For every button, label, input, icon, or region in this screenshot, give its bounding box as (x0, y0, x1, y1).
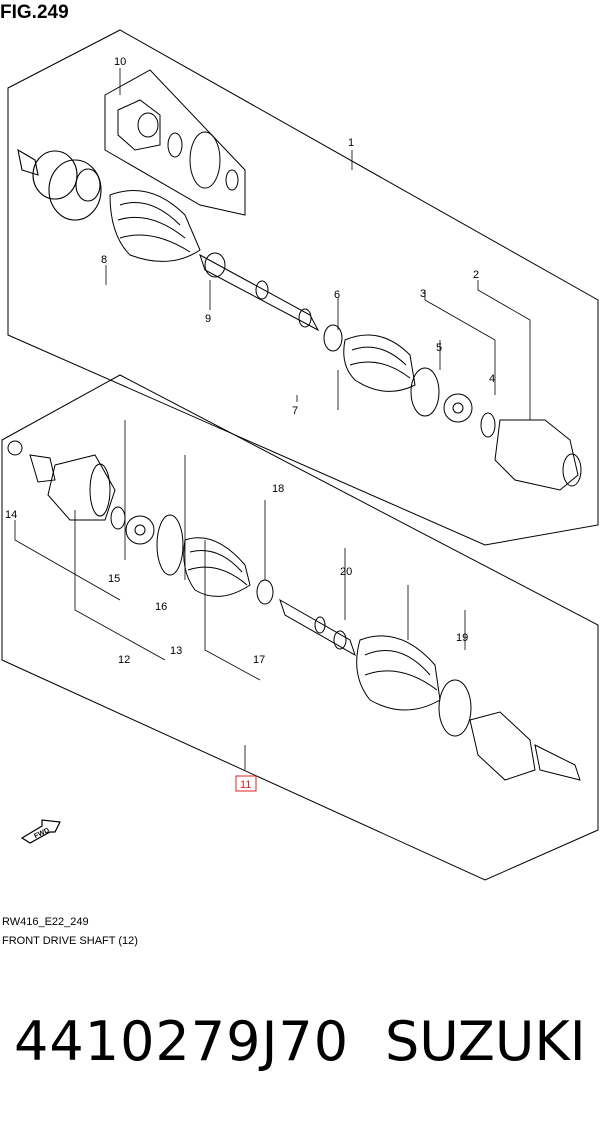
upper-assembly-frame (7, 29, 599, 546)
lower-shaft-bar (279, 598, 356, 657)
upper-ring-4 (480, 412, 496, 438)
callout-3: 3 (420, 288, 426, 300)
callout-4: 4 (489, 373, 495, 385)
upper-boot-inner (343, 334, 416, 392)
upper-boot-outer (109, 190, 201, 262)
exploded-parts-diagram: 10 1 2 3 6 5 4 8 9 7 14 15 16 13 12 17 1… (1, 29, 599, 881)
figure-code: RW416_E22_249 (2, 916, 89, 928)
callout-7: 7 (292, 405, 298, 417)
figure-title: FIG.249 (0, 2, 69, 23)
lower-ring-17 (256, 579, 274, 605)
lower-boot-outer (356, 635, 441, 711)
lower-outer-joint (469, 711, 581, 781)
callout-20: 20 (340, 566, 352, 578)
upper-tripod (443, 393, 473, 423)
figure-caption: FRONT DRIVE SHAFT (12) (2, 935, 138, 947)
lower-band-19 (438, 679, 472, 737)
kit-10-parts (117, 99, 239, 191)
lower-circlip-14 (7, 440, 23, 456)
callout-11-box (235, 775, 257, 792)
callout-8: 8 (101, 254, 107, 266)
callout-1: 1 (348, 137, 354, 149)
callout-16: 16 (155, 601, 167, 613)
callout-17: 17 (253, 654, 265, 666)
upper-band-5 (410, 367, 440, 417)
lower-band-16 (156, 514, 184, 576)
callout-10: 10 (114, 56, 126, 68)
callout-12: 12 (118, 654, 130, 666)
upper-ring-6 (323, 324, 343, 352)
lower-boot-inner (183, 537, 251, 597)
callout-13: 13 (170, 645, 182, 657)
callout-5: 5 (436, 342, 442, 354)
brand-name: SUZUKI (385, 1010, 586, 1073)
callout-11: 11 (240, 779, 251, 791)
callout-19: 19 (456, 632, 468, 644)
kit-10-frame (104, 69, 246, 216)
callout-6: 6 (334, 289, 340, 301)
lower-tripod-16 (125, 515, 155, 545)
callout-9: 9 (205, 313, 211, 325)
upper-inner-housing (494, 419, 582, 491)
callout-labels: 10 1 2 3 6 5 4 8 9 7 14 15 16 13 12 17 1… (5, 56, 495, 840)
callout-2: 2 (473, 269, 479, 281)
lower-inner-housing (29, 454, 116, 521)
callout-15: 15 (108, 573, 120, 585)
callout-18: 18 (272, 483, 284, 495)
callout-14: 14 (5, 509, 17, 521)
leader-lines (14, 68, 531, 770)
part-number: 4410279J70 (14, 1010, 350, 1073)
upper-shaft-bar (199, 252, 320, 332)
lower-assembly-frame (1, 374, 599, 881)
lower-ring-15 (110, 506, 126, 530)
fwd-arrow (20, 819, 61, 844)
upper-outer-joint (17, 148, 102, 221)
